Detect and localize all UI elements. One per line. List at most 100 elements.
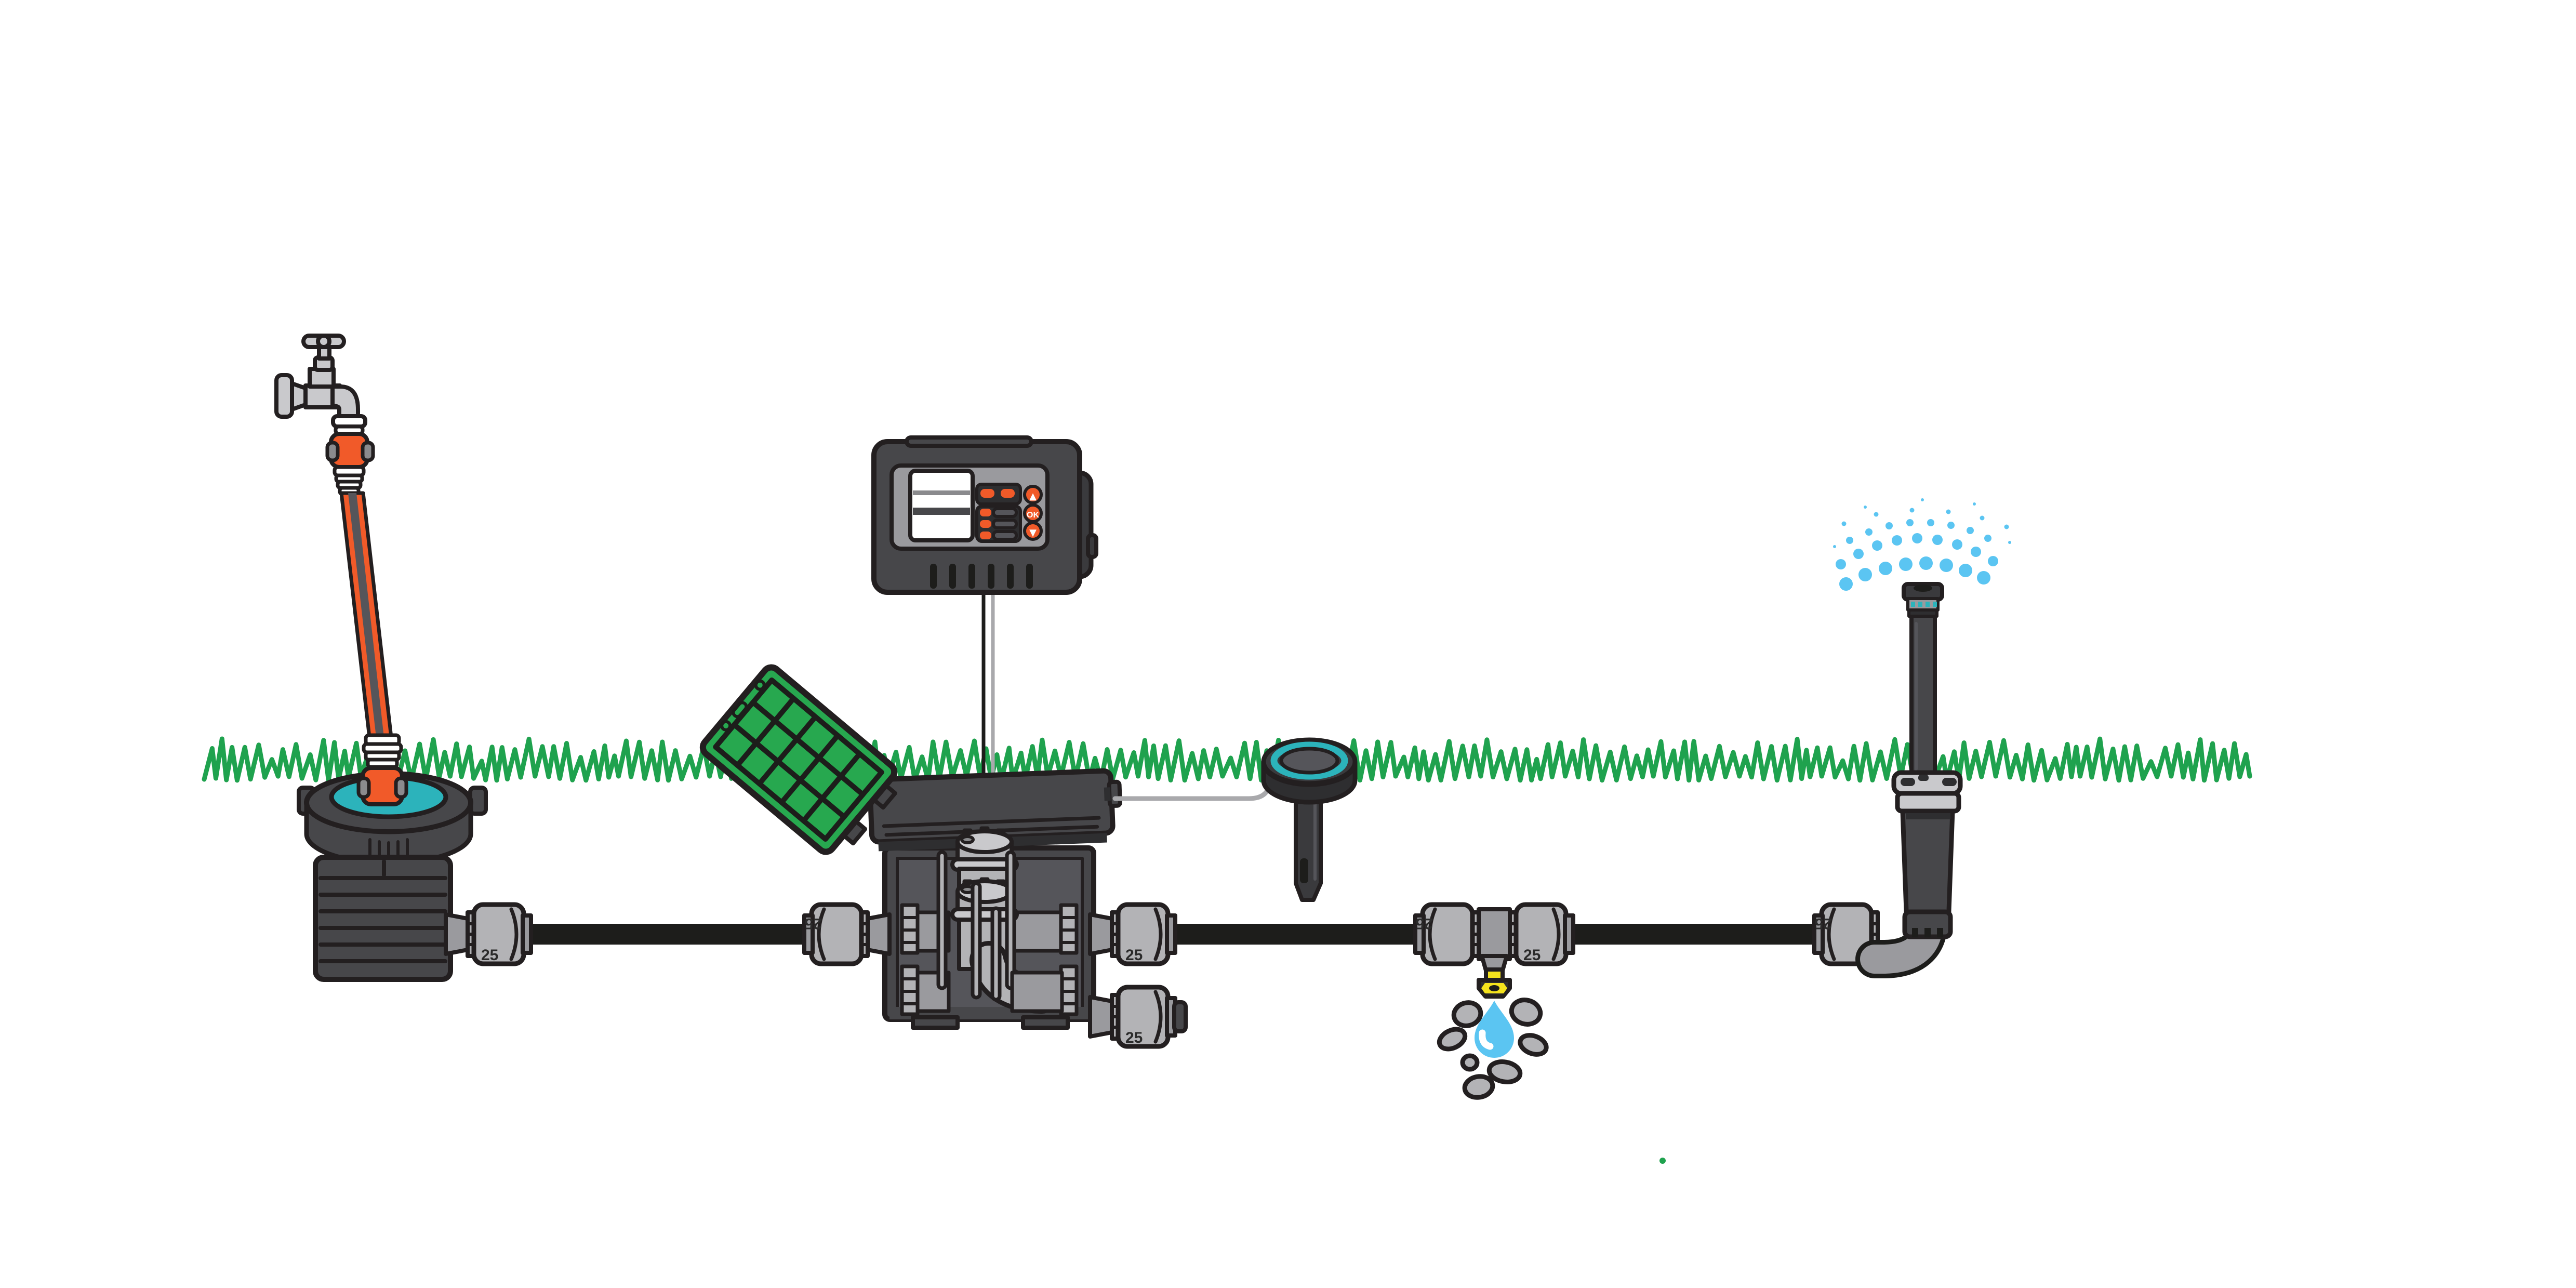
gravel-stone [1509, 998, 1543, 1027]
button-a[interactable] [980, 489, 994, 498]
spray-droplet [1977, 571, 1990, 585]
sensor-led-ring [1270, 741, 1348, 780]
spray-droplet [1940, 559, 1953, 572]
spray-droplet [1971, 547, 1981, 557]
spray-droplet [1846, 537, 1853, 544]
spray-droplet [1947, 522, 1955, 529]
arrow-up-icon: ▲ [1029, 491, 1037, 502]
spray-droplet [1921, 498, 1924, 501]
spray-droplet [1841, 521, 1847, 526]
spray-droplet [1927, 519, 1934, 526]
gravel-stone [1486, 1059, 1523, 1084]
spray-droplet [1906, 519, 1914, 526]
fitting-size-label: 25 [481, 947, 498, 964]
pop-up-sprinkler [1855, 582, 1963, 978]
valve-box-manifold [900, 903, 1079, 1016]
irrigation-controller: ▲ OK ▼ [871, 435, 1098, 595]
controller-vent-ribs [930, 564, 1033, 589]
fitting-size-label: 25 [1523, 947, 1541, 964]
arrow-down-button[interactable]: ▼ [1023, 521, 1043, 541]
spray-droplet [1909, 508, 1915, 513]
ok-button-label: OK [1027, 511, 1039, 520]
spray-droplet [1879, 562, 1892, 575]
fitting-size-label: 25 [1416, 915, 1433, 932]
controller-top-tab [905, 435, 1033, 448]
arrow-down-icon: ▼ [1029, 527, 1037, 538]
spray-droplet [1899, 557, 1913, 571]
spray-droplet [1892, 535, 1902, 546]
controller-cables [981, 587, 995, 777]
sprinkler-collar [1891, 770, 1963, 814]
valve-box-green-cover [699, 664, 898, 855]
tap-spout [330, 384, 360, 419]
spray-droplet [1865, 528, 1873, 536]
pipe-fittings: 25 25 25 25 25 25 25 [444, 902, 1880, 1049]
pipe-fitting: 25 [1413, 902, 1481, 966]
spray-droplet [1853, 549, 1864, 559]
channel-1-button[interactable] [980, 509, 991, 516]
fitting-size-label: 25 [1815, 915, 1832, 932]
gravel-stone [1518, 1033, 1549, 1057]
controller-display [908, 469, 975, 542]
fitting-size-label: 25 [805, 915, 822, 932]
spray-droplet [1959, 564, 1972, 577]
pipe-fitting: 25 [1088, 902, 1177, 966]
arrow-up-button[interactable]: ▲ [1023, 485, 1043, 504]
spray-droplet [1833, 545, 1836, 548]
spray-droplet [1932, 535, 1943, 545]
spray-droplet [1952, 539, 1962, 550]
fitting-size-label: 25 [1125, 1029, 1143, 1046]
spray-droplet [2004, 524, 2009, 529]
spray-droplet [1988, 556, 1998, 566]
spray-droplet [1874, 512, 1879, 517]
channel-3-button[interactable] [980, 532, 991, 539]
gravel-stone [1462, 1074, 1495, 1100]
water-drop-highlight [1479, 1029, 1494, 1050]
spray-droplet [1919, 556, 1933, 570]
spray-droplet [1885, 522, 1893, 529]
button-b[interactable] [1001, 489, 1015, 498]
garden-tap [274, 334, 360, 419]
stray-green-dot [1659, 1158, 1666, 1164]
spray-droplet [1839, 577, 1853, 591]
spray-droplet [1912, 533, 1922, 543]
cover-drain-holes [720, 679, 766, 732]
hose-connector-bottom [356, 733, 408, 806]
controller-buttons: ▲ OK ▼ [975, 483, 1043, 543]
spray-droplet [1984, 535, 1991, 542]
irrigation-valves [936, 826, 1064, 1014]
channel-2-button[interactable] [980, 520, 991, 528]
pipe-fitting: 25 [1088, 985, 1188, 1049]
pipe-fitting: 25 [444, 902, 533, 966]
spray-droplet [1836, 559, 1846, 569]
fitting-size-label: 25 [1125, 947, 1143, 964]
spray-droplet [1980, 515, 1985, 521]
spray-droplet [1872, 540, 1882, 551]
spray-droplet [1864, 506, 1867, 509]
ok-button[interactable]: OK [1023, 503, 1043, 523]
drainage-gravel [1437, 998, 1549, 1100]
valve-rods [936, 850, 1016, 1002]
spray-droplet [1967, 527, 1974, 534]
pipe-fitting: 25 [802, 902, 892, 966]
soil-moisture-sensor [1261, 737, 1358, 902]
sprinkler-nozzle [1902, 582, 1944, 618]
spray-droplet [2008, 541, 2011, 544]
gravel-stone [1437, 1027, 1468, 1052]
sprinkler-spray [1833, 498, 2011, 591]
hose-connector-top [325, 414, 375, 496]
drain-valve-tee [1477, 907, 1512, 999]
spray-droplet [1973, 502, 1976, 506]
pipe-fitting: 25 [1508, 902, 1575, 966]
spray-droplet [1946, 509, 1951, 514]
sensor-cable [1112, 785, 1271, 801]
sprinkler-body [1900, 808, 1955, 939]
tap-wall-flange [274, 373, 294, 419]
gravel-stone [1451, 1000, 1483, 1028]
garden-hose [339, 491, 393, 739]
lid-latch [1107, 779, 1122, 808]
sensor-top-face [1279, 747, 1339, 775]
manifold-bar-lower-right [1010, 971, 1064, 1013]
spray-droplet [1858, 568, 1872, 581]
